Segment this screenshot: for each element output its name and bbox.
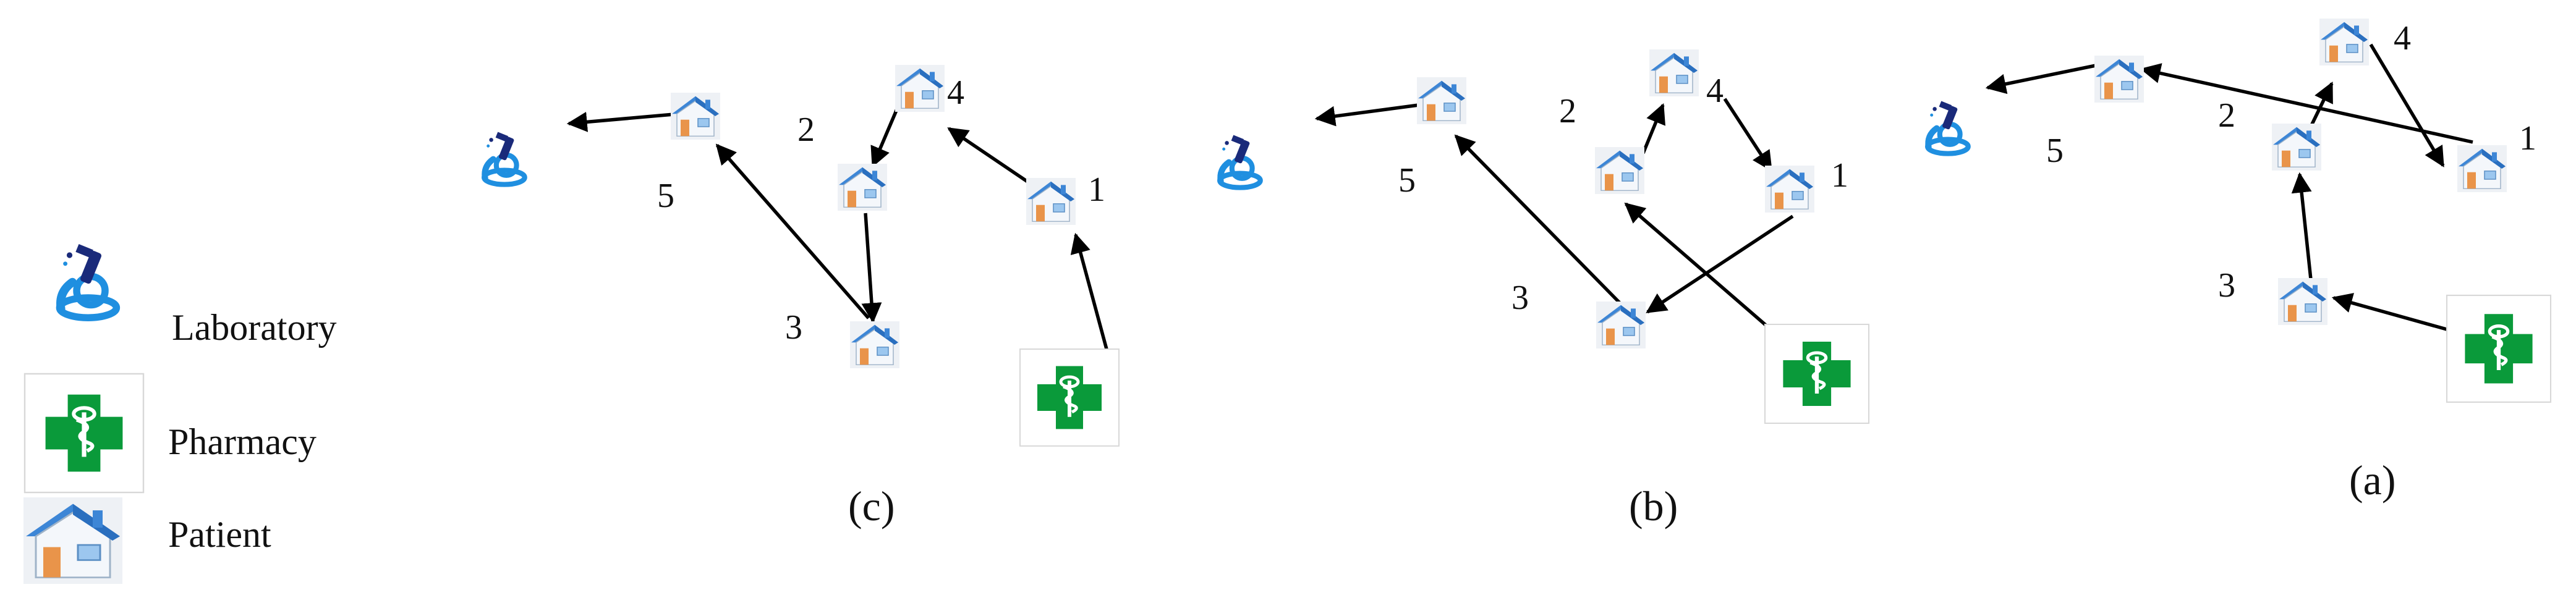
panel-caption: (c) — [848, 483, 895, 530]
patient-label: 5 — [1398, 161, 1416, 200]
route-edge — [1646, 214, 1794, 314]
route-edge — [1723, 98, 1773, 172]
patient-house-icon — [2277, 277, 2328, 326]
pharmacy-icon — [25, 374, 143, 492]
patient-house-icon — [22, 496, 124, 585]
route-edge — [1070, 232, 1108, 350]
laboratory-icon — [484, 132, 525, 185]
patient-label: 1 — [2519, 119, 2536, 158]
route-edge — [2369, 43, 2445, 167]
patient-label: 4 — [2394, 19, 2411, 57]
legend-item-laboratory: Laboratory — [59, 244, 337, 348]
patient-house-icon — [1026, 177, 1076, 226]
panel-caption: (a) — [2349, 457, 2395, 504]
pharmacy-icon — [1020, 349, 1119, 446]
pharmacy-icon — [2447, 295, 2551, 402]
patient-label: 3 — [1511, 279, 1529, 317]
route-edge — [2331, 293, 2452, 332]
patient-house-icon — [2094, 55, 2145, 103]
patient-house-icon — [849, 321, 900, 369]
patient-house-icon — [2457, 145, 2507, 193]
laboratory-icon — [1220, 135, 1260, 188]
legend-label-laboratory: Laboratory — [172, 307, 337, 348]
patient-label: 2 — [797, 111, 815, 149]
panel-caption: (b) — [1629, 483, 1678, 530]
patient-label: 5 — [657, 177, 674, 215]
patient-house-icon — [1764, 165, 1815, 213]
route-edge — [1641, 103, 1665, 154]
route-edge — [566, 111, 674, 132]
patient-house-icon — [837, 163, 888, 211]
patient-label: 5 — [2046, 132, 2064, 170]
route-edge — [861, 213, 882, 324]
patient-label: 2 — [2218, 96, 2235, 135]
legend-label-patient: Patient — [168, 514, 271, 555]
legend: Laboratory Pharmacy Patient — [22, 244, 337, 585]
route-edge — [1624, 202, 1775, 334]
patient-label: 3 — [2218, 266, 2235, 305]
panel-c: 1 2 3 4 5 (c) — [484, 64, 1119, 530]
patient-label: 3 — [785, 308, 802, 347]
pharmacy-icon — [1765, 324, 1869, 423]
panel-a: 1 2 3 4 5 (a) — [1928, 18, 2551, 504]
route-edge — [715, 143, 870, 319]
laboratory-icon — [59, 244, 116, 318]
patient-house-icon — [1596, 301, 1646, 349]
panel-b: 1 2 3 4 5 (b) — [1220, 49, 1869, 530]
route-edge — [1314, 103, 1419, 127]
patient-house-icon — [1649, 49, 1699, 97]
patient-label: 1 — [1088, 171, 1105, 209]
patient-house-icon — [895, 64, 945, 112]
patient-label: 4 — [1706, 72, 1724, 110]
patient-house-icon — [2271, 123, 2322, 171]
patient-house-icon — [1416, 77, 1467, 125]
route-edge — [1454, 134, 1621, 304]
route-edge — [1985, 63, 2099, 95]
route-edge — [947, 127, 1032, 186]
patient-house-icon — [2319, 18, 2370, 66]
patient-house-icon — [1594, 146, 1645, 195]
patient-label: 1 — [1831, 156, 1848, 195]
route-edge — [2309, 82, 2334, 128]
laboratory-icon — [1928, 101, 1968, 154]
patient-label: 4 — [947, 74, 964, 112]
legend-item-pharmacy: Pharmacy — [25, 374, 317, 492]
patient-house-icon — [670, 92, 721, 140]
route-edge — [2140, 63, 2473, 144]
legend-label-pharmacy: Pharmacy — [168, 421, 317, 462]
patient-label: 2 — [1559, 92, 1576, 130]
route-edge — [2291, 172, 2313, 280]
legend-item-patient: Patient — [22, 496, 271, 585]
